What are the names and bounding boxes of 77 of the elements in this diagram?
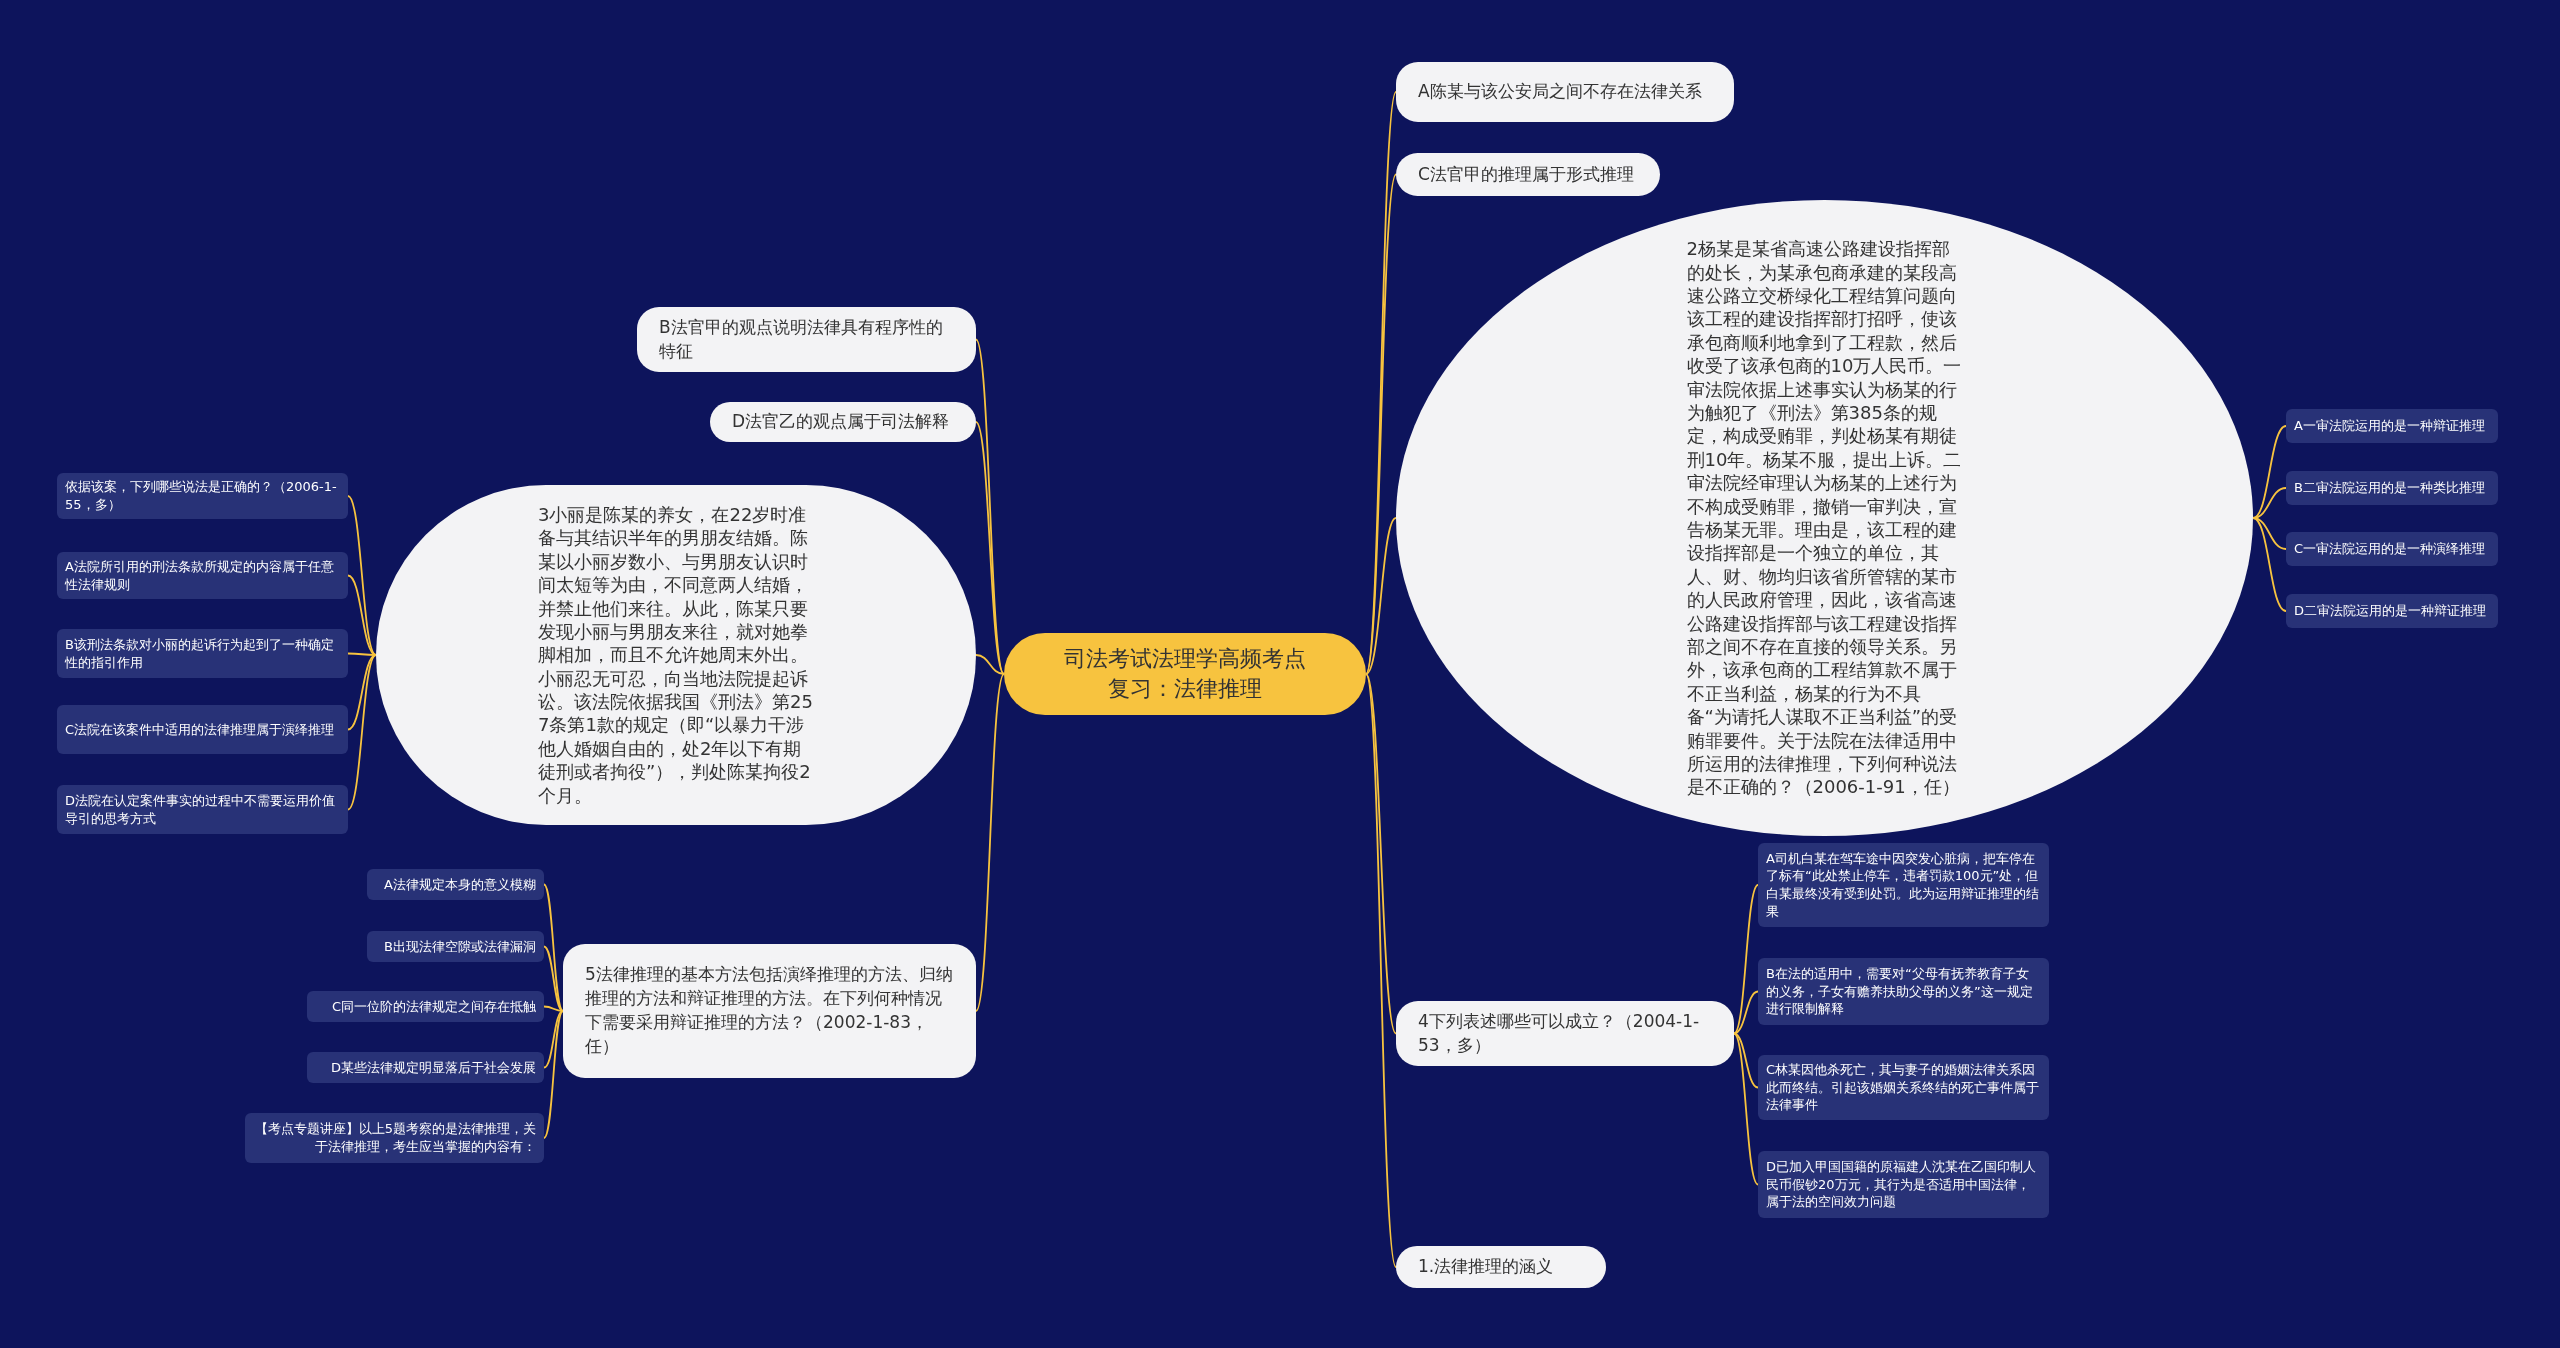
option-box	[57, 785, 348, 834]
option-box	[2286, 409, 2498, 443]
connector-line	[1365, 517, 1397, 675]
connector-line	[347, 652, 377, 656]
topic-text: A一审法院运用的是一种辩证推理	[2294, 417, 2486, 435]
connector-line	[975, 421, 1005, 675]
connector-line	[543, 1010, 564, 1069]
option-box	[57, 473, 348, 519]
option-box	[2286, 532, 2498, 566]
topic-text: 司法考试法理学高频考点复习：法律推理	[1064, 645, 1306, 703]
option-box	[245, 1113, 544, 1163]
topic-text: D法院在认定案件事实的过程中不需要运用价值导引的思考方式	[65, 791, 336, 828]
connector-line	[1733, 1032, 1759, 1089]
connector-line	[543, 1005, 564, 1012]
option-box	[307, 991, 544, 1022]
option-box	[1758, 958, 2049, 1025]
topic-text: D已加入甲国国籍的原福建人沈某在乙国印制人民币假钞20万元，其行为是否适用中国法律，属于法的空间效力问题	[1766, 1158, 2037, 1211]
topic-box	[1396, 1246, 1606, 1288]
topic-text: C林某因他杀死亡，其与妻子的婚姻法律关系因此而终结。引起该婚姻关系终结的死亡事件属于法律事件	[1766, 1061, 2040, 1114]
topic-text: A司机白某在驾车途中因突发心脏病，把车停在了标有“此处禁止停车，违者罚款100元”处，但白某最终没有受到处罚。此为运用辩证推理的结果	[1766, 849, 2040, 921]
topic-text: B法官甲的观点说明法律具有程序性的特征	[659, 315, 944, 363]
topic-text: C法官甲的推理属于形式推理	[1418, 162, 1635, 186]
connector-line	[543, 1010, 564, 1139]
option-box	[367, 931, 544, 962]
topic-text: C同一位阶的法律规定之间存在抵触	[330, 997, 536, 1016]
topic-text: B二审法院运用的是一种类比推理	[2294, 479, 2486, 497]
option-box	[1758, 1055, 2049, 1120]
connector-line	[543, 945, 564, 1012]
connector-line	[2252, 425, 2287, 519]
connector-line	[347, 574, 377, 656]
topic-text: 2杨某是某省高速公路建设指挥部的处长，为某承包商承建的某段高速公路立交桥绿化工程结算问题向该工程的建设指挥部打招呼，使该承包商顺利地拿到了工程款，然后收受了该承包商的10万人民币。一审法院依据上述事实认为杨某的行为触犯了《刑法》第385条的规定，构成受贿罪，判处杨某有期徒刑10年。杨某不服，提出上诉。二审法院经审理认为杨某的上述行为不构成受贿罪，撤销一审判决，宣告杨某无罪。理由是，该工程的建设指挥部是一个独立的单位，其人、财、物均归该省所管辖的某市的人民政府管理，因此，该省高速公路建设指挥部与该工程建设指挥部之间不存在直接的领导关系。另外，该承包商的工程结算款不属于不正当利益，杨某的行为不具备“为请托人谋取不正当利益”的受贿罪要件。关于法院在法律适用中所运用的法律推理，下列何种说法是不正确的？（2006-1-91，任）	[1686, 237, 1963, 799]
topic-text: A法律规定本身的意义模糊	[383, 875, 536, 894]
option-box	[1758, 1151, 2049, 1218]
topic-text: D二审法院运用的是一种辩证推理	[2294, 602, 2487, 620]
connector-line	[1733, 990, 1759, 1035]
topic-box	[1396, 1001, 1734, 1066]
option-box	[307, 1052, 544, 1083]
topic-text: 1.法律推理的涵义	[1418, 1255, 1555, 1279]
connector-line	[2252, 517, 2287, 550]
connector-line	[1733, 884, 1759, 1035]
topic-text: B出现法律空隙或法律漏洞	[383, 937, 536, 956]
topic-box	[710, 402, 976, 442]
topic-box	[1396, 153, 1660, 196]
option-box	[57, 552, 348, 599]
connector-line	[347, 495, 377, 656]
connector-line	[975, 673, 1005, 1012]
topic-text: B该刑法条款对小丽的起诉行为起到了一种确定性的指引作用	[65, 635, 335, 672]
topic-box	[637, 307, 976, 372]
connector-line	[543, 883, 564, 1012]
option-box	[2286, 471, 2498, 505]
topic-text: A法院所引用的刑法条款所规定的内容属于任意性法律规则	[65, 557, 335, 594]
connector-line	[1365, 673, 1397, 1035]
option-box	[367, 869, 544, 900]
connector-line	[1733, 1032, 1759, 1186]
connector-line	[347, 654, 377, 731]
option-box	[57, 705, 348, 754]
topic-text: C法院在该案件中适用的法律推理属于演绎推理	[65, 720, 336, 739]
topic-text: 4下列表述哪些可以成立？（2004-1-53，多）	[1418, 1009, 1701, 1057]
option-box	[1758, 843, 2049, 927]
topic-text: 3小丽是陈某的养女，在22岁时准备与其结识半年的男朋友结婚。陈某以小丽岁数小、与男朋友认识时间太短等为由，不同意两人结婚，并禁止他们来往。从此，陈某只要发现小丽与男朋友来往，就对她拳脚相加，而且不允许她周末外出。小丽忍无可忍，向当地法院提起诉讼。该法院依据我国《刑法》第257条第1款的规定（即“以暴力干涉他人婚姻自由的，处2年以下有期徒刑或者拘役”），判处陈某拘役2个月。	[538, 502, 814, 808]
connector-line	[2252, 517, 2287, 612]
topic-text: A陈某与该公安局之间不存在法律关系	[1418, 80, 1703, 104]
connector-line	[347, 654, 377, 811]
central-topic-box	[1004, 633, 1366, 715]
topic-box	[1396, 62, 1734, 122]
option-box	[2286, 594, 2498, 628]
topic-text: 依据该案，下列哪些说法是正确的？（2006-1-55，多）	[65, 478, 338, 514]
option-box	[57, 629, 348, 678]
topic-text: 5法律推理的基本方法包括演绎推理的方法、归纳推理的方法和辩证推理的方法。在下列何种情况下需要采用辩证推理的方法？（2002-1-83，任）	[585, 963, 954, 1058]
connector-line	[975, 654, 1005, 675]
connector-line	[1365, 673, 1397, 1268]
topic-text: D法官乙的观点属于司法解释	[732, 410, 951, 434]
topic-text: 【考点专题讲座】以上5题考察的是法律推理，关于法律推理，考生应当掌握的内容有：	[253, 1120, 536, 1156]
topic-box	[563, 944, 976, 1078]
topic-text: C一审法院运用的是一种演绎推理	[2294, 540, 2487, 558]
topic-text: B在法的适用中，需要对“父母有抚养教育子女的义务，子女有赡养扶助父母的义务”这一规定进行限制解释	[1766, 965, 2034, 1018]
topic-text: D某些法律规定明显落后于社会发展	[330, 1058, 536, 1077]
